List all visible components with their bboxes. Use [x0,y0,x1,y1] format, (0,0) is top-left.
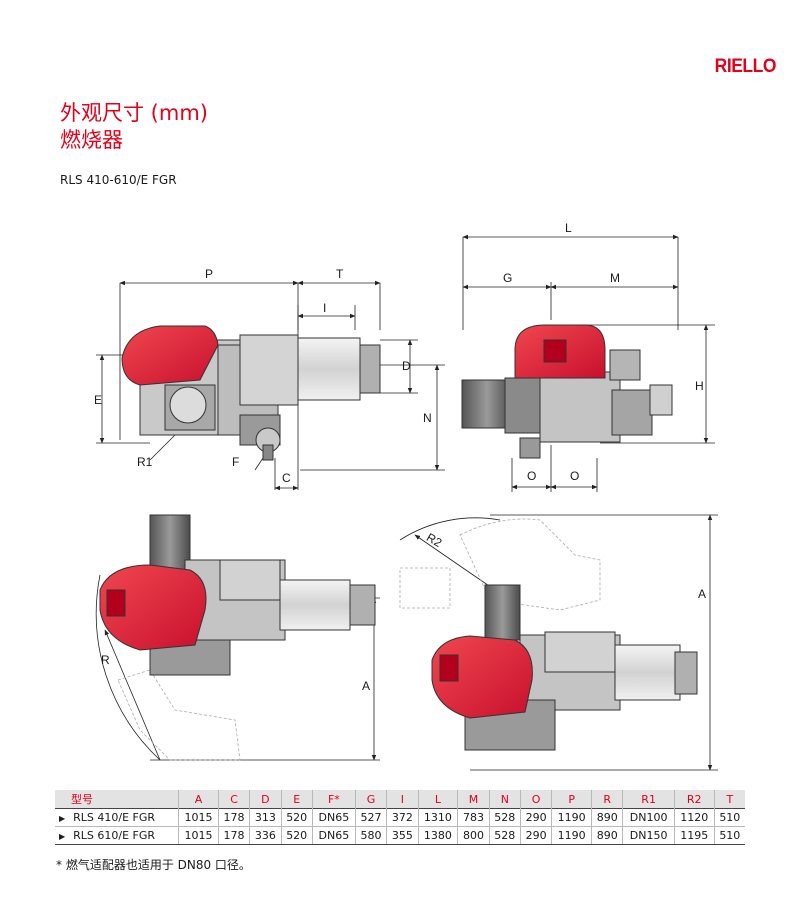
model-cell: ▶ RLS 610/E FGR [55,826,179,845]
col-header: E [280,790,313,809]
dim-label-t: T [336,267,344,281]
col-header: 型号 [55,790,179,809]
model-label: RLS 610/E FGR [73,829,156,842]
table-cell: 528 [488,826,521,845]
table-cell: 510 [713,808,745,827]
col-header: O [519,790,552,809]
table-cell: 178 [217,826,250,845]
table-cell: 1380 [417,826,458,845]
table-cell: 520 [280,826,313,845]
rotated-view-right: R2 A [399,514,718,771]
col-header: C [217,790,250,809]
table-cell: 290 [519,808,552,827]
table-cell: 1190 [551,808,592,827]
table-cell: 1310 [417,808,458,827]
dim-label-r: R [101,653,110,667]
col-header: R2 [673,790,715,809]
technical-drawing: P T I E D N R1 F C [94,221,718,771]
triangle-right-icon: ▶ [59,814,66,823]
dim-label-e: E [94,393,102,407]
dimensions-table: 型号 A C D E F* G I L M N O P R R1 R2 T ▶ R… [55,790,745,845]
dim-label-g: G [503,271,512,285]
dim-label-h: H [695,379,704,393]
table-cell: DN150 [622,826,675,845]
table-cell: 528 [488,808,521,827]
col-header: T [713,790,745,809]
dim-label-r2: R2 [424,530,445,550]
dim-label-f: F [232,455,239,469]
table-header-row: 型号 A C D E F* G I L M N O P R R1 R2 T [55,790,745,809]
table-cell: 783 [457,808,490,827]
table-cell: 890 [591,826,623,845]
dim-label-a-left: A [362,679,370,693]
table-cell: 290 [519,826,552,845]
table-cell: 178 [217,808,250,827]
table-cell: 1015 [178,808,219,827]
col-header: R [591,790,623,809]
col-header: M [457,790,490,809]
col-header: D [249,790,282,809]
dim-label-o-right: O [570,469,579,483]
model-label: RLS 410/E FGR [73,811,156,824]
table-cell: 527 [354,808,387,827]
dim-label-n: N [423,411,432,425]
dim-label-m: M [610,271,620,285]
dim-label-c: C [282,471,291,485]
table-cell: 313 [249,808,282,827]
table-cell: 1190 [551,826,592,845]
table-cell: DN100 [622,808,675,827]
dim-label-d: D [402,359,411,373]
brand-logo: RIELLO [714,56,777,77]
col-header: N [488,790,521,809]
footnote: * 燃气适配器也适用于 DN80 口径。 [56,858,251,872]
page-title: 外观尺寸 (mm) [60,101,208,125]
table-cell: 890 [591,808,623,827]
col-header: F* [311,790,356,809]
col-header: I [386,790,419,809]
model-name: RLS 410-610/E FGR [60,173,177,187]
table-cell: 510 [713,826,745,845]
page-subtitle: 燃烧器 [60,128,123,152]
table-cell: DN65 [311,808,356,827]
col-header: L [417,790,458,809]
dim-label-r1: R1 [137,455,153,469]
dim-label-p: P [205,267,213,281]
col-header: R1 [622,790,675,809]
model-cell: ▶ RLS 410/E FGR [55,808,179,827]
table-cell: 1015 [178,826,219,845]
dim-label-o-left: O [527,469,536,483]
table-cell: 336 [249,826,282,845]
table-cell: 355 [386,826,419,845]
table-row: ▶ RLS 410/E FGR 1015 178 313 520 DN65 527… [55,808,745,827]
triangle-right-icon: ▶ [59,832,66,841]
table-cell: DN65 [311,826,356,845]
front-view: L G M H O O [461,221,715,492]
table-cell: 520 [280,808,313,827]
table-cell: 800 [457,826,490,845]
table-cell: 1195 [673,826,715,845]
dim-label-l: L [565,221,572,235]
table-cell: 1120 [673,808,715,827]
col-header: G [354,790,387,809]
table-row: ▶ RLS 610/E FGR 1015 178 336 520 DN65 580… [55,826,745,845]
table-cell: 580 [354,826,387,845]
col-header: A [178,790,219,809]
table-cell: 372 [386,808,419,827]
dim-label-i: I [323,301,326,315]
col-header: P [551,790,592,809]
dim-label-a-right: A [698,587,706,601]
side-view: P T I E D N R1 F C [94,267,445,491]
rotated-view-left: R A [95,514,380,761]
